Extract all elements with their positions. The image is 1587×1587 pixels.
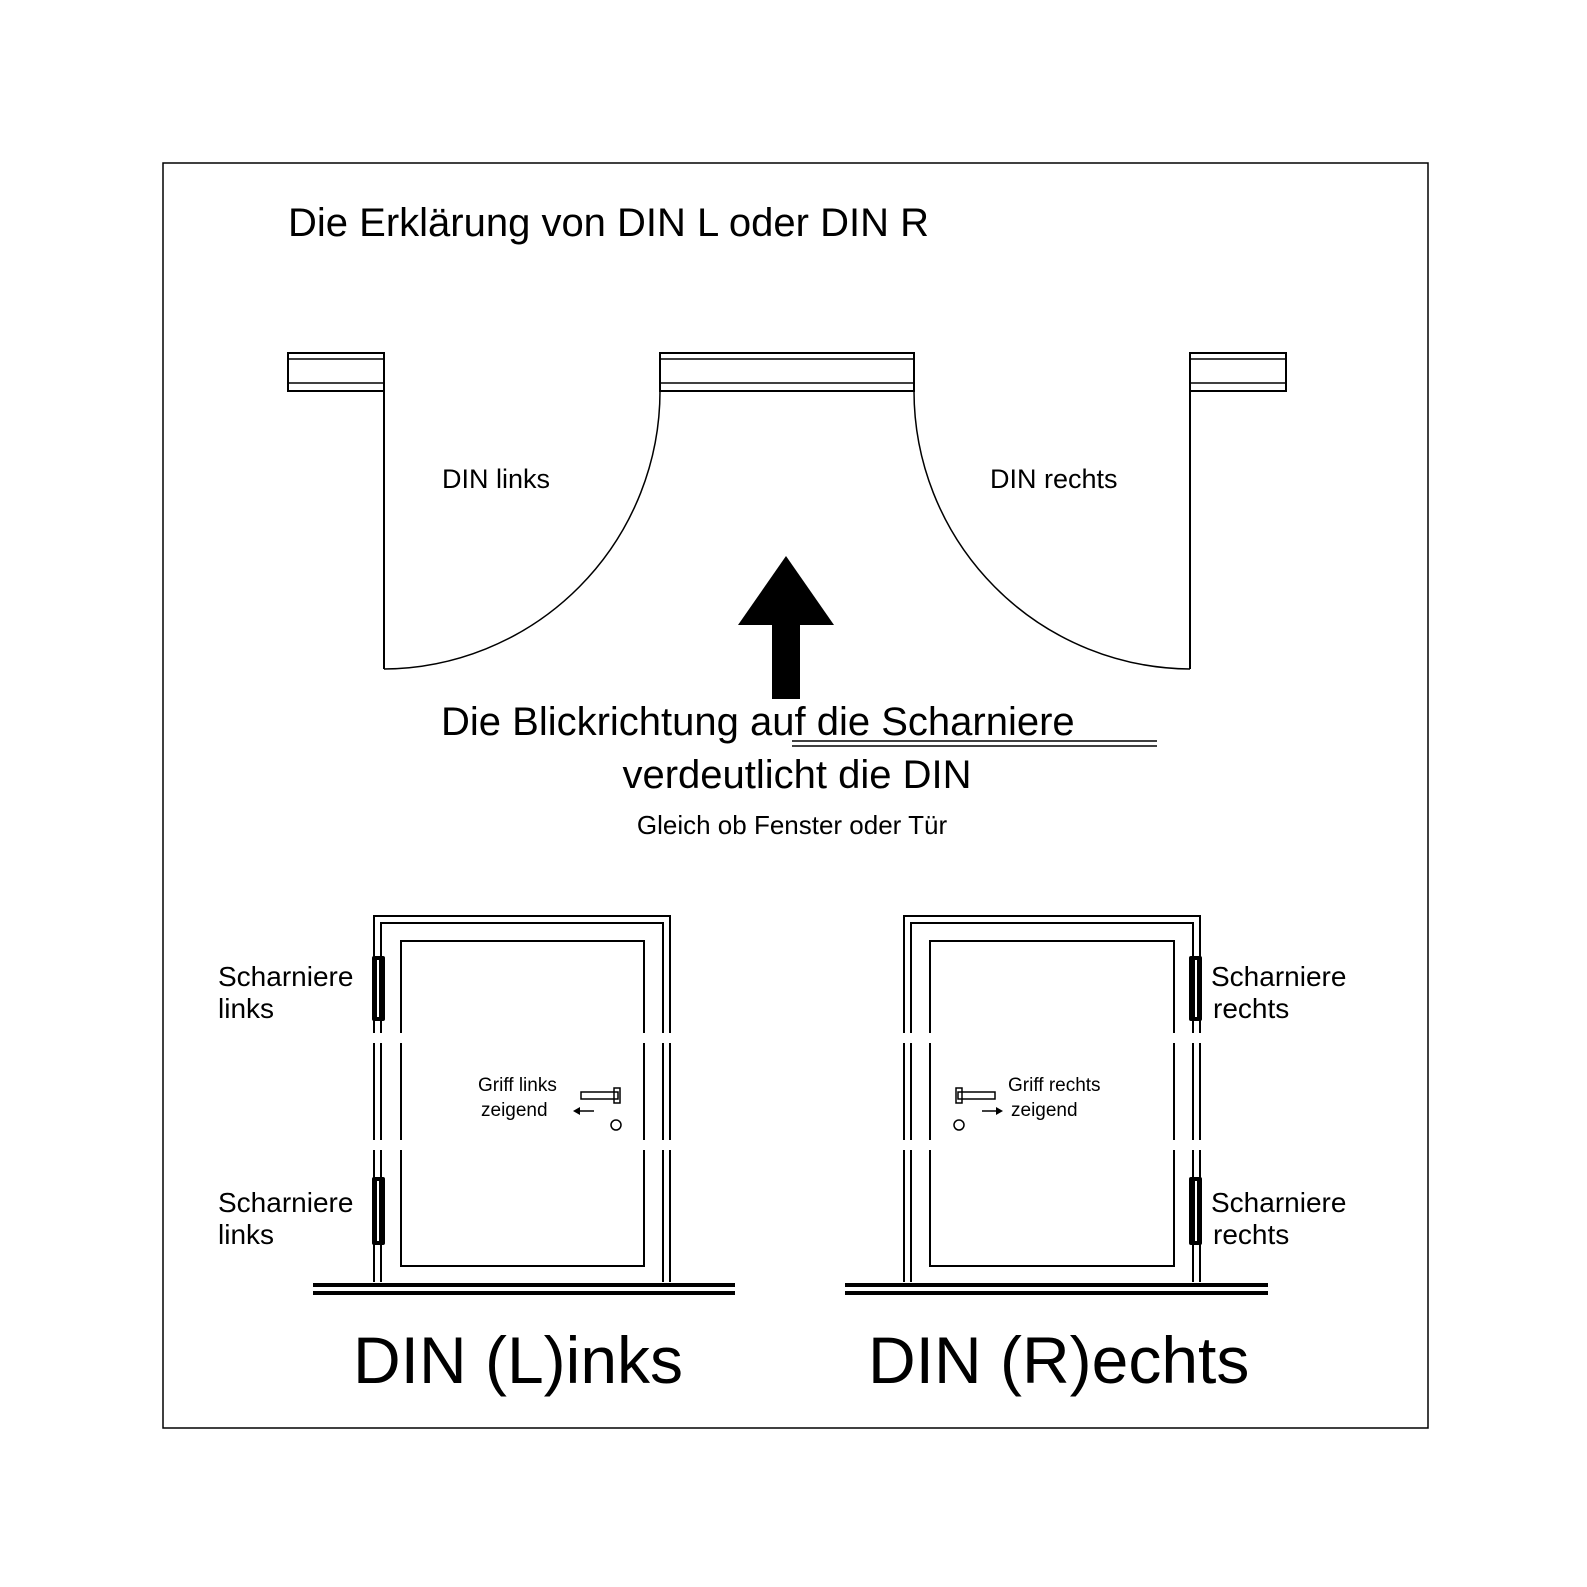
hinge-label-bottom-right: Scharniere — [1211, 1187, 1346, 1218]
door-swing-right — [913, 390, 1191, 670]
hinge-label-bottom-left: Scharniere — [218, 1187, 353, 1218]
din-rechts-label: DIN rechts — [990, 464, 1118, 494]
caption-line1: Die Blickrichtung auf die Scharniere — [441, 700, 1075, 744]
handle-label-left: Griff links — [478, 1075, 557, 1096]
door-elevation-right — [845, 915, 1268, 1295]
caption-line3: Gleich ob Fenster oder Tür — [637, 810, 948, 840]
handle-label-left-2: zeigend — [481, 1100, 548, 1121]
hinge-label-top-right-2: rechts — [1213, 993, 1289, 1024]
door-swing-left — [383, 390, 661, 670]
handle-label-right-2: zeigend — [1011, 1100, 1078, 1121]
din-rechts-title: DIN (R)echts — [868, 1323, 1249, 1397]
handle-left-icon — [573, 1087, 622, 1131]
title: Die Erklärung von DIN L oder DIN R — [288, 201, 929, 245]
hinge-label-top-right: Scharniere — [1211, 961, 1346, 992]
wall-right — [1189, 352, 1287, 392]
handle-right-icon — [953, 1087, 1003, 1131]
wall-center — [659, 352, 915, 392]
handle-label-right: Griff rechts — [1008, 1075, 1101, 1096]
wall-left — [287, 352, 385, 392]
hinge-label-bottom-left-2: links — [218, 1219, 274, 1250]
hinge-label-top-left-2: links — [218, 993, 274, 1024]
caption-line2: verdeutlicht die DIN — [622, 753, 971, 797]
door-elevation-left — [313, 915, 735, 1295]
border-frame — [162, 162, 1429, 1429]
din-links-label: DIN links — [442, 464, 550, 494]
din-links-title: DIN (L)inks — [353, 1323, 683, 1397]
hinge-label-bottom-right-2: rechts — [1213, 1219, 1289, 1250]
hinge-label-top-left: Scharniere — [218, 961, 353, 992]
view-direction-arrow-icon — [738, 556, 834, 699]
